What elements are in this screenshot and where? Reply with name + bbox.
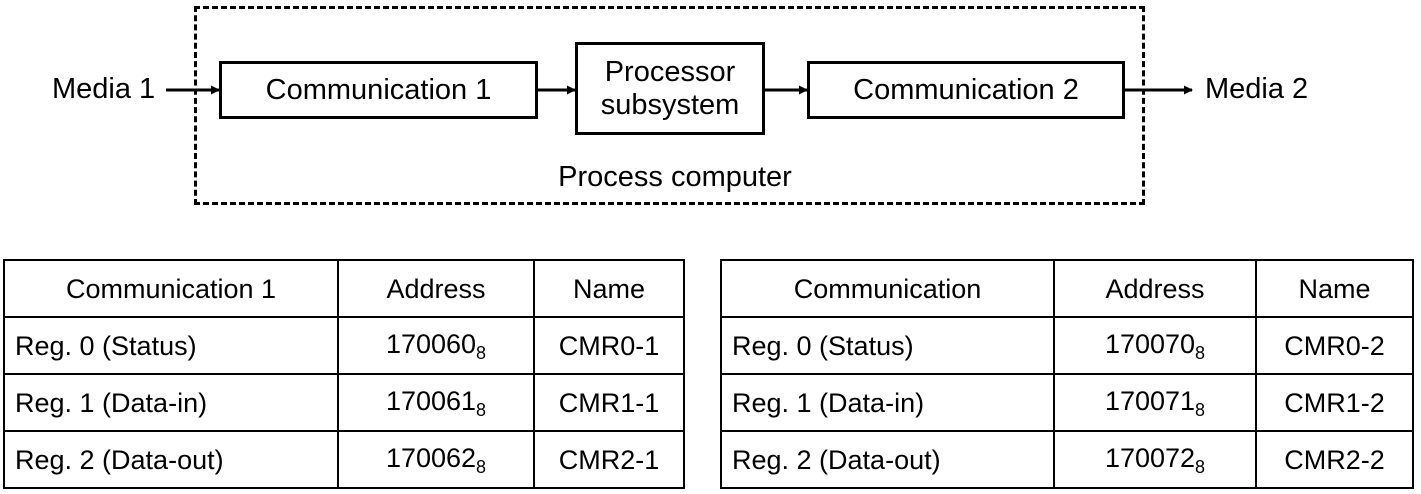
table-row: Reg. 1 (Data-in) 1700618 CMR1-1 [3,373,685,432]
cell-register-description: Reg. 1 (Data-in) [720,373,1055,432]
table-row: Reg. 2 (Data-out) 1700728 CMR2-2 [720,430,1414,489]
address-base: 8 [476,343,487,363]
block-communication-2-label: Communication 2 [853,73,1079,106]
address-value: 170070 [1104,329,1196,359]
address-value: 170062 [385,443,477,473]
address-value: 170072 [1104,443,1196,473]
column-header-communication: Communication 1 [3,259,339,318]
address-base: 8 [476,400,487,420]
table-row: Reg. 0 (Status) 1700708 CMR0-2 [720,316,1414,375]
cell-register-name: CMR1-1 [533,373,685,432]
cell-register-description: Reg. 2 (Data-out) [720,430,1055,489]
block-communication-1[interactable]: Communication 1 [219,61,538,119]
media-2-label: Media 2 [1205,73,1309,105]
block-processor-subsystem-label: Processor subsystem [601,56,740,122]
table-row: Reg. 1 (Data-in) 1700718 CMR1-2 [720,373,1414,432]
address-base: 8 [1195,343,1206,363]
address-value: 170071 [1104,386,1196,416]
address-base: 8 [1195,457,1206,477]
block-processor-subsystem[interactable]: Processor subsystem [575,42,765,135]
table-header-row: Communication Address Name [720,259,1414,318]
table-row: Reg. 2 (Data-out) 1700628 CMR2-1 [3,430,685,489]
media-1-label: Media 1 [52,73,156,105]
cell-address: 1700718 [1053,373,1257,432]
column-header-address: Address [337,259,535,318]
process-computer-enclosure [194,6,1145,205]
column-header-communication: Communication [720,259,1055,318]
cell-register-description: Reg. 0 (Status) [3,316,339,375]
block-communication-2[interactable]: Communication 2 [807,61,1125,119]
cell-register-name: CMR2-1 [533,430,685,489]
address-value: 170061 [385,386,477,416]
cell-register-name: CMR2-2 [1255,430,1414,489]
cell-register-name: CMR0-1 [533,316,685,375]
column-header-address: Address [1053,259,1257,318]
block-communication-1-label: Communication 1 [265,73,492,106]
table-header-row: Communication 1 Address Name [3,259,685,318]
cell-address: 1700608 [337,316,535,375]
cell-register-description: Reg. 1 (Data-in) [3,373,339,432]
column-header-name: Name [533,259,685,318]
cell-address: 1700708 [1053,316,1257,375]
processor-line-2: subsystem [600,88,740,121]
table-row: Reg. 0 (Status) 1700608 CMR0-1 [3,316,685,375]
cell-register-description: Reg. 2 (Data-out) [3,430,339,489]
address-base: 8 [1195,400,1206,420]
column-header-name: Name [1255,259,1414,318]
process-computer-label: Process computer [558,161,792,193]
block-diagram: Media 1 Communication 1 Processor subsys… [52,6,1309,205]
address-value: 170060 [385,329,477,359]
cell-register-description: Reg. 0 (Status) [720,316,1055,375]
processor-line-1: Processor [604,55,736,88]
cell-address: 1700618 [337,373,535,432]
register-table-communication-1: Communication 1 Address Name Reg. 0 (Sta… [3,259,685,489]
address-base: 8 [476,457,487,477]
register-table-communication-2: Communication Address Name Reg. 0 (Statu… [720,259,1414,489]
cell-address: 1700628 [337,430,535,489]
cell-register-name: CMR0-2 [1255,316,1414,375]
cell-address: 1700728 [1053,430,1257,489]
cell-register-name: CMR1-2 [1255,373,1414,432]
